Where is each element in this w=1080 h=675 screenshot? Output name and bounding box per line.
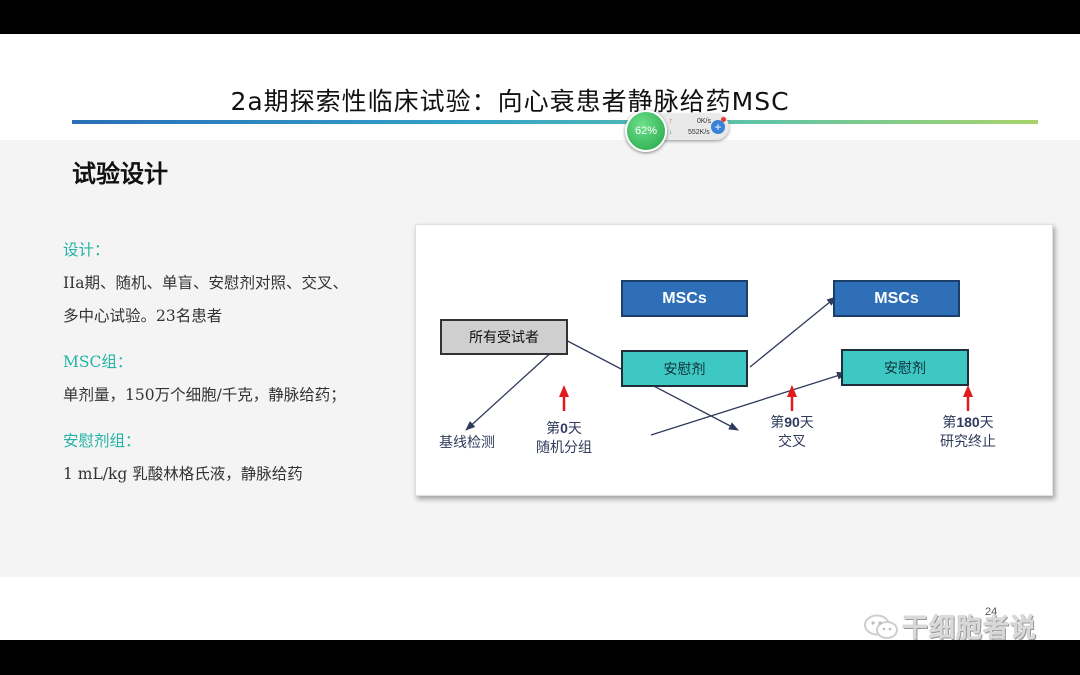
msc-box-2: MSCs bbox=[833, 280, 960, 317]
line-to-placebo-2 bbox=[650, 371, 847, 436]
msc-box-1: MSCs bbox=[621, 280, 748, 317]
day0-label: 第0天 随机分组 bbox=[528, 419, 600, 458]
baseline-label: 基线检测 bbox=[439, 435, 495, 451]
slide: 2a期探索性临床试验：向心衰患者静脉给药MSC 试验设计 设计： IIa期、随机… bbox=[0, 34, 1080, 640]
trial-design-diagram: 所有受试者 MSCs MSCs 安慰剂 安慰剂 基线检测 第0天 随机分组 第9… bbox=[415, 224, 1053, 496]
section-heading: 试验设计 bbox=[72, 160, 168, 188]
day180-suffix: 天 bbox=[979, 415, 994, 431]
day90-suffix: 天 bbox=[799, 415, 814, 431]
upload-arrow-icon: ↑ bbox=[669, 118, 673, 125]
day0-number: 0 bbox=[560, 420, 568, 436]
notification-dot-icon bbox=[721, 117, 726, 122]
day90-sub: 交叉 bbox=[778, 434, 806, 450]
day90-prefix: 第 bbox=[770, 415, 785, 431]
wechat-icon bbox=[864, 614, 898, 639]
watermark: 干细胞者说 bbox=[862, 609, 1037, 640]
day90-label: 第90天 交叉 bbox=[756, 413, 828, 452]
day180-label: 第180天 研究终止 bbox=[921, 413, 1015, 452]
plus-icon[interactable]: + bbox=[711, 120, 725, 134]
line-placebo-to-msc bbox=[749, 296, 837, 368]
slide-title: 2a期探索性临床试验：向心衰患者静脉给药MSC bbox=[230, 87, 790, 116]
placebo-group-label: 安慰剂组： bbox=[63, 432, 141, 450]
all-subjects-box: 所有受试者 bbox=[440, 319, 568, 355]
page-number: 24 bbox=[985, 606, 998, 618]
download-speed: 552K/s bbox=[688, 129, 710, 136]
upload-speed: 0K/s bbox=[697, 118, 712, 125]
design-line-1: IIa期、随机、单盲、安慰剂对照、交叉、 bbox=[63, 274, 348, 292]
day180-prefix: 第 bbox=[942, 415, 957, 431]
day0-suffix: 天 bbox=[567, 421, 582, 437]
msc-group-label: MSC组： bbox=[63, 353, 133, 371]
design-line-2: 多中心试验。23名患者 bbox=[63, 307, 223, 325]
watermark-text: 干细胞者说 bbox=[902, 613, 1038, 641]
day180-number: 180 bbox=[956, 414, 980, 430]
placebo-box-1: 安慰剂 bbox=[621, 350, 748, 387]
day0-sub: 随机分组 bbox=[536, 440, 592, 456]
placebo-group-text: 1 mL/kg 乳酸林格氏液，静脉给药 bbox=[63, 465, 303, 483]
network-speed-widget[interactable]: ↑ 0K/s ↓ 552K/s 62% + bbox=[625, 110, 730, 152]
design-label: 设计： bbox=[63, 241, 110, 259]
memory-usage-circle[interactable]: 62% bbox=[625, 110, 667, 152]
day180-sub: 研究终止 bbox=[940, 434, 996, 450]
placebo-box-2: 安慰剂 bbox=[841, 349, 969, 386]
download-arrow-icon: ↓ bbox=[669, 129, 673, 136]
day90-number: 90 bbox=[784, 414, 800, 430]
day0-prefix: 第 bbox=[546, 421, 561, 437]
title-rule bbox=[72, 120, 1038, 124]
msc-group-text: 单剂量，150万个细胞/千克，静脉给药； bbox=[63, 386, 346, 404]
